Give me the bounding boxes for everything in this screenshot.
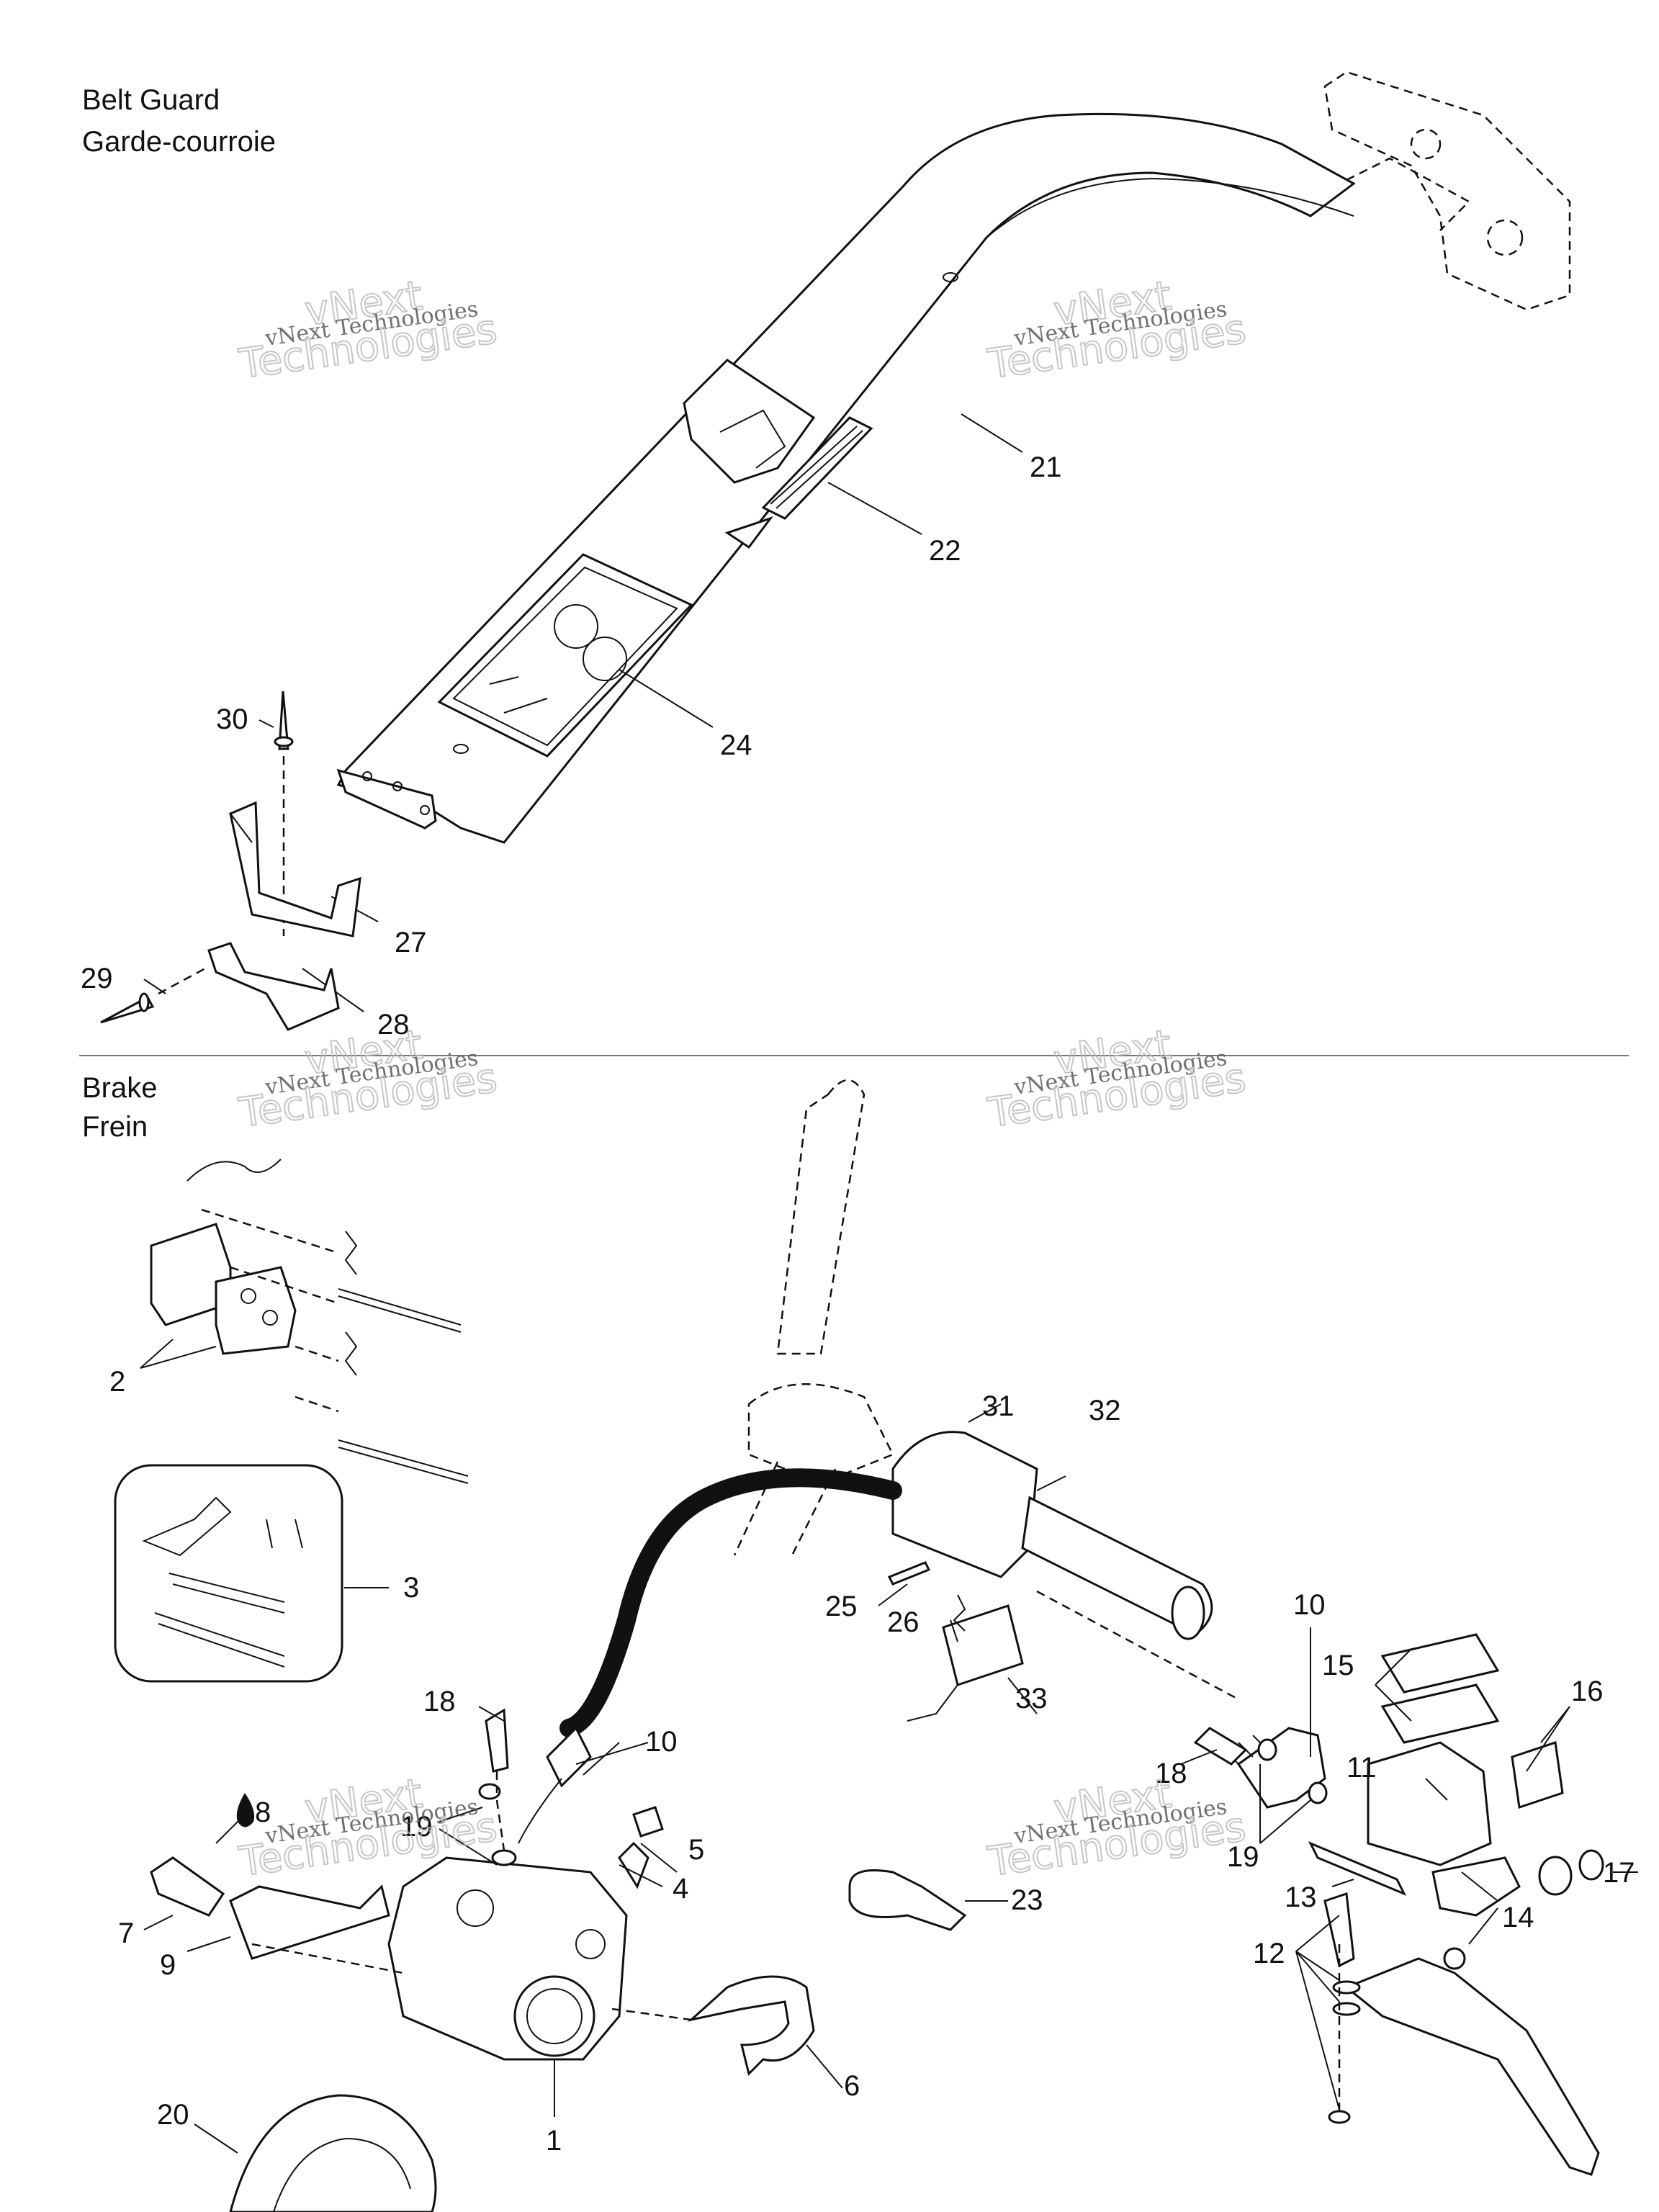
- belt-guard-title-fr: Garde-courroie: [82, 126, 276, 158]
- callout-14: 14: [1502, 1902, 1534, 1933]
- cable-tie: [848, 1869, 967, 1931]
- bolt-18-left: [485, 1708, 509, 1773]
- callout-16: 16: [1571, 1676, 1604, 1707]
- callout-17: 17: [1603, 1857, 1635, 1889]
- brake-pads: [140, 1159, 469, 1484]
- pin-kit-box: [114, 1464, 389, 1683]
- callout-7: 7: [118, 1917, 134, 1949]
- brake-title-fr: Frein: [82, 1111, 148, 1143]
- callout-31: 31: [982, 1390, 1015, 1422]
- screw-25: [887, 1561, 931, 1586]
- callout-30: 30: [216, 703, 248, 735]
- callout-18-right: 18: [1155, 1758, 1187, 1789]
- master-cylinder: [1193, 1633, 1604, 2176]
- callout-6: 6: [844, 2070, 860, 2102]
- callout-12: 12: [1253, 1938, 1285, 1969]
- callout-21: 21: [1030, 451, 1062, 483]
- callout-3: 3: [403, 1572, 419, 1604]
- callout-2: 2: [109, 1366, 125, 1398]
- callout-27: 27: [395, 927, 427, 958]
- callout-labels: 21 22 24 30 27 29 28 2 3 31 32 25 26 33 …: [81, 451, 1635, 2157]
- callout-13: 13: [1285, 1881, 1317, 1913]
- belt-guard-brackets: [100, 691, 361, 1031]
- callout-26: 26: [887, 1606, 920, 1638]
- belt-guard-assembly: [336, 71, 1571, 844]
- callout-19-right: 19: [1227, 1841, 1259, 1873]
- switch-33: [942, 1604, 1024, 1686]
- callout-20: 20: [157, 2099, 189, 2131]
- bolt-7: [150, 1856, 225, 1917]
- brake-leaders: [143, 1403, 1638, 2154]
- callout-10-left: 10: [645, 1726, 678, 1758]
- callout-28: 28: [377, 1009, 410, 1040]
- callout-5: 5: [688, 1834, 704, 1866]
- hose-6: [687, 1975, 815, 2076]
- cap-5: [632, 1806, 664, 1838]
- callout-15: 15: [1322, 1650, 1354, 1681]
- callout-24: 24: [720, 729, 752, 761]
- throttle-housing: [891, 1431, 1239, 1701]
- callout-33: 33: [1015, 1683, 1048, 1714]
- callout-25: 25: [825, 1591, 858, 1622]
- callout-22: 22: [929, 535, 961, 567]
- oil-drop-icon: [236, 1793, 255, 1827]
- brake-caliper: [387, 1856, 628, 2061]
- callout-11: 11: [1346, 1752, 1377, 1784]
- brake-hose: [559, 1468, 902, 1737]
- callout-32: 32: [1089, 1395, 1121, 1426]
- callout-18-left: 18: [423, 1686, 456, 1717]
- callout-19-left: 19: [400, 1811, 433, 1843]
- callout-9: 9: [160, 1949, 176, 1981]
- belt-guard-title-en: Belt Guard: [82, 84, 220, 116]
- callout-1: 1: [546, 2125, 562, 2157]
- brake-title-en: Brake: [82, 1072, 158, 1104]
- callout-29: 29: [81, 963, 113, 994]
- callout-10-right: 10: [1293, 1589, 1326, 1621]
- callout-4: 4: [673, 1873, 688, 1905]
- callout-23: 23: [1011, 1884, 1043, 1916]
- spring-26: [953, 1594, 966, 1632]
- bleeder-4: [618, 1841, 649, 1889]
- bracket-9: [229, 1884, 390, 1960]
- callout-8: 8: [255, 1797, 271, 1828]
- brake-disc: [229, 2094, 437, 2212]
